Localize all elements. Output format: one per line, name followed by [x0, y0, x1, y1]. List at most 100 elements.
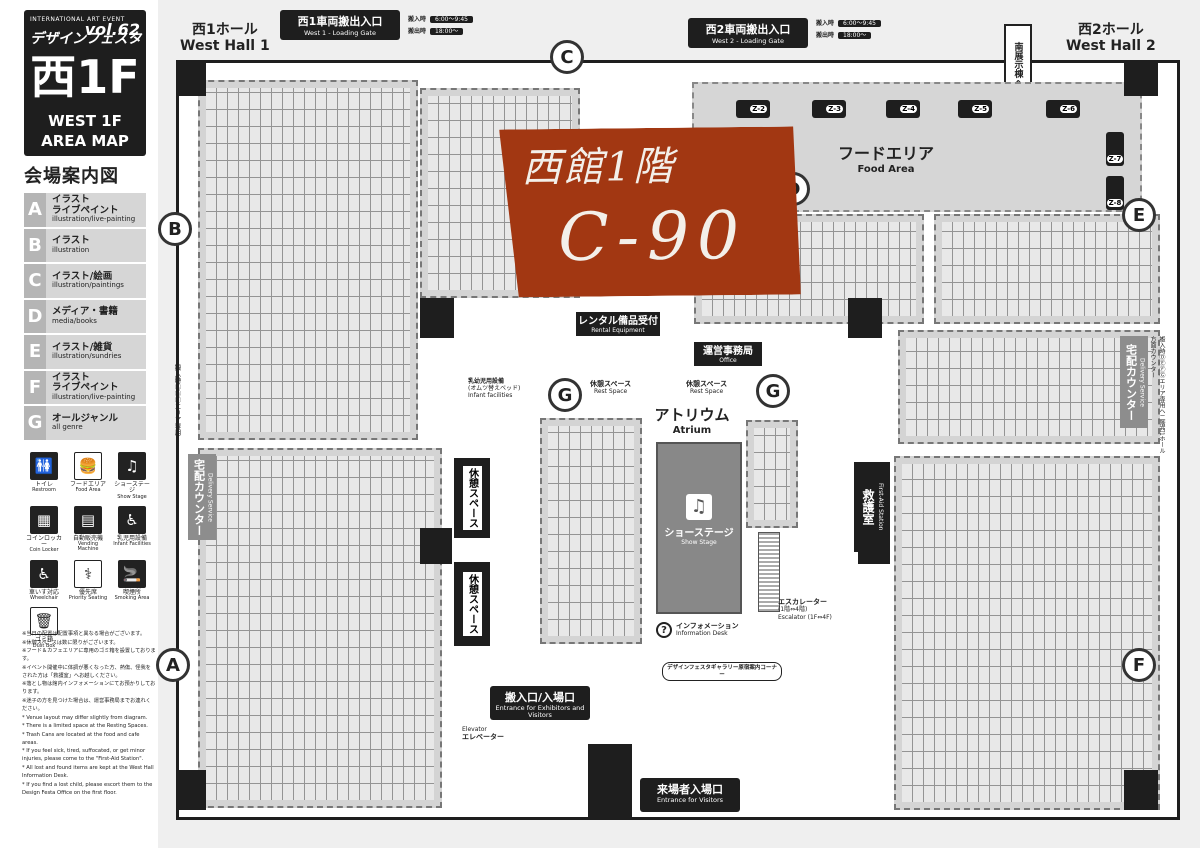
rest-space-jp: 休憩スペース	[590, 380, 632, 388]
food-truck-label: Z-8	[1106, 199, 1124, 207]
food-truck: Z-7	[1106, 132, 1124, 166]
zone-pin-a: A	[156, 648, 190, 682]
time-out-value-2: 18:00〜	[838, 32, 872, 39]
icon-label-en: Smoking Area	[114, 594, 150, 601]
event-volume: vol.62	[84, 20, 140, 39]
rest-space-jp-2: 休憩スペース	[686, 380, 728, 388]
hall-label-west1-en: West Hall 1	[180, 38, 270, 55]
pillar	[178, 60, 206, 96]
icon-label-en: Wheelchair	[29, 594, 59, 601]
loading-gate-west2-en: West 2 - Loading Gate	[712, 37, 784, 45]
atrium-jp: アトリウム	[654, 406, 730, 424]
office-desk: 運営事務局 Office	[694, 342, 762, 366]
legend-en: illustration/paintings	[52, 281, 124, 290]
escalator	[758, 532, 780, 612]
loading-gate-west2-jp: 西2車両搬出入口	[705, 23, 791, 36]
food-truck: Z-8	[1106, 176, 1124, 210]
food-truck: Z-5	[958, 100, 992, 118]
legend-en: illustration/sundries	[52, 352, 122, 361]
info-en: Information Desk	[676, 630, 728, 638]
loading-gate-west1-jp: 西1車両搬出入口	[297, 15, 383, 28]
icon-label-en: Restroom	[32, 487, 56, 494]
first-aid-station: 救護室 First-Aid Station	[854, 462, 890, 552]
zone-f-area	[894, 456, 1160, 810]
delivery-jp: 宅配カウンター	[192, 458, 206, 536]
info-jp: インフォメーション	[676, 622, 739, 630]
show-stage: ♫ ショーステージ Show Stage	[656, 442, 742, 614]
first-aid-en: First-Aid Station	[877, 483, 884, 531]
note-line: * If you find a lost child, please escor…	[22, 781, 153, 796]
office-en: Office	[719, 357, 737, 364]
rest-space-block-2: 休憩スペース	[454, 562, 490, 646]
hall-label-west2-jp: 西2ホール	[1077, 22, 1144, 38]
coin-locker-icon: ▦	[30, 505, 58, 534]
food-truck-label: Z-6	[1060, 105, 1077, 113]
zone-e-area	[934, 214, 1160, 324]
legend-en: illustration	[52, 245, 90, 254]
rest-space-label-1: 休憩スペース Rest Space	[590, 380, 631, 396]
rental-en: Rental Equipment	[591, 327, 645, 334]
floor-title: 西1F	[30, 50, 140, 104]
time-out-label: 搬出時	[408, 28, 427, 35]
entrance-visitors[interactable]: 来場者入場口 Entrance for Visitors	[640, 778, 740, 812]
floor-map: 西1ホール West Hall 1 西2ホール West Hall 2 西1車両…	[156, 0, 1200, 848]
icon-label-en: Infant Facilities	[113, 541, 151, 548]
restroom-icon: 🚻	[30, 452, 58, 480]
food-truck: Z-2	[736, 100, 770, 118]
legend-en: media/books	[52, 316, 97, 325]
south-hall-jp: 南展示棟へ	[1012, 41, 1023, 87]
first-aid-jp: 救護室	[861, 489, 875, 525]
food-area-icon: 🍔	[74, 452, 102, 480]
rental-jp: レンタル備品受付	[578, 316, 658, 327]
escalator-jp: エスカレーター	[778, 598, 827, 606]
atrium-title: アトリウム Atrium	[644, 404, 740, 436]
food-truck-label: Z-7	[1106, 155, 1124, 163]
escalator-sub: (1階⇔4階)	[778, 606, 808, 614]
zone-pin-b: B	[158, 212, 192, 246]
entrance-structure	[588, 744, 632, 820]
legend-jp: イラスト	[52, 235, 90, 247]
info-question-icon: ?	[656, 622, 672, 638]
information-desk: インフォメーション Information Desk	[676, 622, 739, 638]
food-area-jp: フードエリア	[838, 144, 935, 163]
infant-jp: 乳幼児用設備	[468, 378, 505, 385]
escalator-en: Escalator (1F⇔4F)	[778, 613, 832, 621]
elevator-jp: エレベーター	[462, 733, 504, 742]
legend-letter: G	[24, 406, 46, 440]
rest-space-vert-2: 休憩スペース	[462, 572, 482, 636]
zone-e-lower-area	[898, 330, 1160, 444]
legend-letter: C	[24, 264, 46, 298]
entrance-exhibitors-en: Entrance for Exhibitors and Visitors	[495, 704, 585, 720]
infant-en: Infant facilities	[468, 392, 513, 400]
icon-label-en: Dust Box	[32, 642, 56, 649]
west-note: 搬入時ⒶⒷⒸエリア専用	[173, 364, 181, 436]
food-truck: Z-3	[812, 100, 846, 118]
zone-pin-c: C	[550, 40, 584, 74]
hall-label-west2-en: West Hall 2	[1066, 38, 1156, 55]
icon-label-en: Priority Seating	[68, 594, 108, 601]
event-tagline: INTERNATIONAL ART EVENT	[30, 16, 125, 23]
time-out-label-2: 搬出時	[816, 32, 835, 39]
floor-title-en: WEST 1F	[48, 112, 122, 130]
note-line: * Venue layout may differ slightly from …	[22, 714, 148, 721]
icon-label-jp: トイレ	[34, 481, 53, 488]
legend-jp: イラスト/雑貨	[52, 341, 113, 353]
delivery-en-2: Delivery Service	[1138, 357, 1146, 407]
food-truck: Z-4	[886, 100, 920, 118]
sticker-hall-floor: 西館1階	[521, 143, 676, 192]
icon-label-en: Food Area	[75, 487, 101, 494]
entrance-exhibitors-and-visitors[interactable]: 搬入口/入場口 Entrance for Exhibitors and Visi…	[490, 686, 590, 720]
notes-block: ※当日の配置は配置事項と異なる場合がございます。※休憩スペースは数に限りがござい…	[22, 630, 156, 797]
